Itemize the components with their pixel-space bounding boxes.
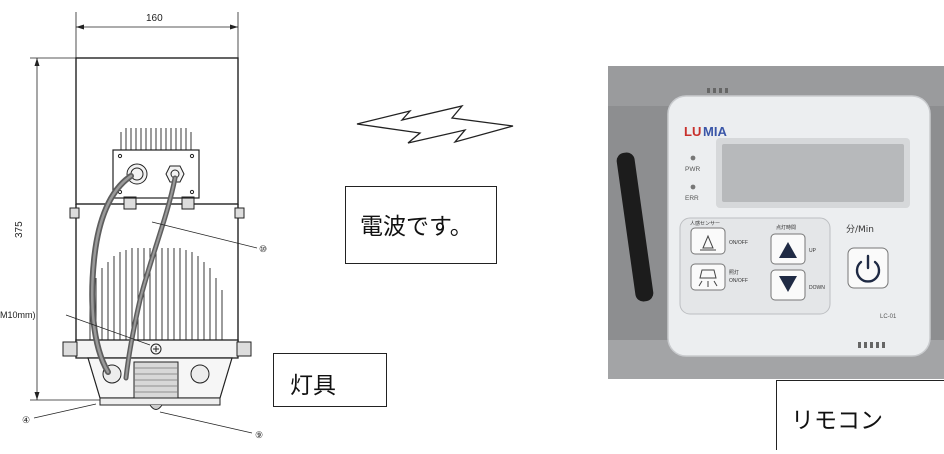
callout-9: ⑨ xyxy=(255,430,263,440)
light-button[interactable] xyxy=(690,263,726,291)
timer-label: 点灯時間 xyxy=(776,224,796,231)
model-label: LC-01 xyxy=(880,314,897,320)
down-arrow-icon xyxy=(779,276,797,292)
up-label: UP xyxy=(809,248,817,254)
callout-4: ④ xyxy=(22,415,30,425)
pwr-label: PWR xyxy=(685,166,700,173)
light-label: 照灯 xyxy=(729,269,739,276)
radio-wave-icon xyxy=(356,104,514,144)
remote-label: リモコン xyxy=(776,380,944,450)
brand-mia: MIA xyxy=(703,124,727,139)
fixture-drawing xyxy=(30,12,252,410)
radio-wave-text: 電波です。 xyxy=(360,214,473,240)
cables xyxy=(89,173,178,381)
bolt-leader xyxy=(65,314,151,346)
sensor-button[interactable] xyxy=(690,227,726,255)
down-label: DOWN xyxy=(809,285,825,291)
power-icon xyxy=(855,254,881,283)
callout-4-leader xyxy=(33,403,97,419)
brand-lu: LU xyxy=(684,124,701,139)
unit-label: 分/Min xyxy=(846,224,874,235)
remote-text: リモコン xyxy=(791,408,883,434)
light-onoff-label: ON/OFF xyxy=(729,278,748,284)
err-label: ERR xyxy=(685,195,699,202)
sensor-onoff-label: ON/OFF xyxy=(729,240,748,246)
callout-10-leader xyxy=(151,221,258,249)
fixture-label: 灯具 xyxy=(273,353,387,407)
callout-9-leader xyxy=(159,411,253,434)
err-led xyxy=(690,184,696,190)
radio-wave-label: 電波です。 xyxy=(345,186,497,264)
width-dimension: 160 xyxy=(146,13,163,24)
up-arrow-icon xyxy=(779,242,797,258)
sensor-label: 人感センサー xyxy=(690,220,720,227)
pwr-led xyxy=(690,155,696,161)
remote-photo xyxy=(608,66,944,379)
bolt-callout-label: M10mm) xyxy=(0,310,36,320)
height-dimension: 375 xyxy=(14,221,25,238)
callout-10: ⑩ xyxy=(259,244,267,254)
fixture-text: 灯具 xyxy=(290,373,336,399)
antenna xyxy=(616,152,654,302)
